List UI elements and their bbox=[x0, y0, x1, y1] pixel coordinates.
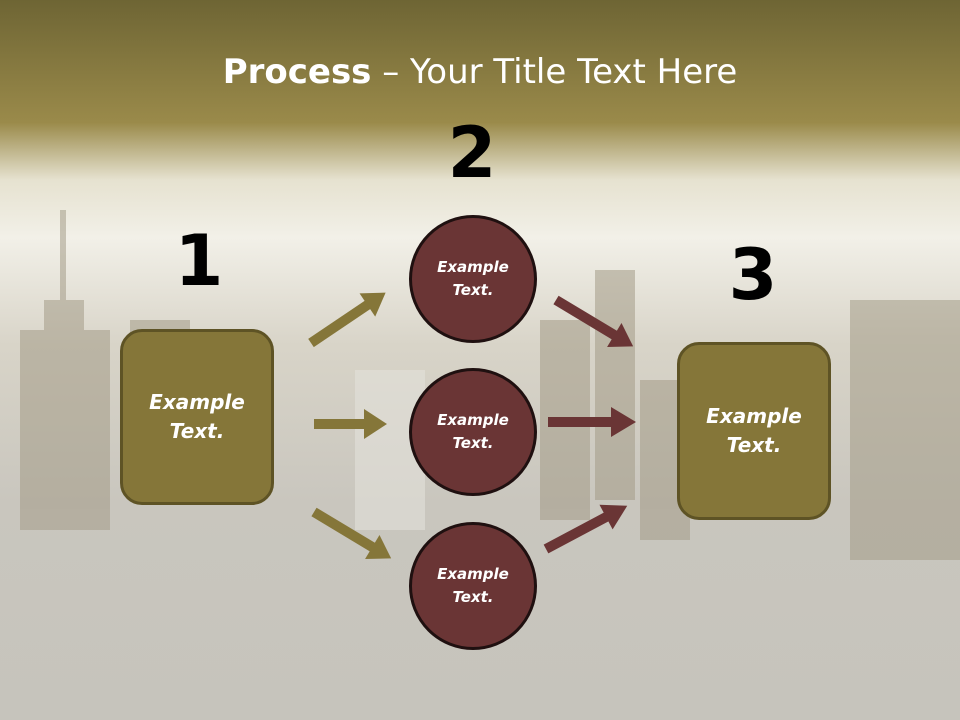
step-3-text: Example Text. bbox=[706, 404, 802, 457]
arrow-2-to-3-middle bbox=[548, 407, 636, 437]
slide-title: Process – Your Title Text Here bbox=[0, 52, 960, 92]
step-1-box: Example Text. bbox=[120, 329, 274, 505]
step-number-1: 1 bbox=[174, 220, 224, 302]
step-2-circle-bottom: Example Text. bbox=[409, 522, 537, 650]
step-number-2: 2 bbox=[447, 112, 497, 194]
step-2-circle-top: Example Text. bbox=[409, 215, 537, 343]
title-rest: – Your Title Text Here bbox=[371, 52, 738, 92]
step-number-3: 3 bbox=[728, 234, 778, 316]
arrow-1-to-2-bottom bbox=[311, 507, 392, 560]
arrow-1-to-2-middle bbox=[314, 409, 387, 439]
step-2-circle-middle: Example Text. bbox=[409, 368, 537, 496]
arrow-2-to-3-bottom bbox=[543, 504, 628, 554]
arrow-2-to-3-top bbox=[553, 295, 634, 348]
arrow-1-to-2-top bbox=[308, 292, 386, 348]
step-2-circle-top-text: Example Text. bbox=[437, 257, 509, 299]
step-2-circle-middle-text: Example Text. bbox=[437, 410, 509, 452]
olive-arrows bbox=[308, 292, 392, 560]
step-3-box: Example Text. bbox=[677, 342, 831, 520]
step-1-text: Example Text. bbox=[149, 390, 245, 443]
step-2-circle-bottom-text: Example Text. bbox=[437, 564, 509, 606]
maroon-arrows bbox=[543, 295, 636, 554]
title-strong: Process bbox=[222, 52, 372, 92]
